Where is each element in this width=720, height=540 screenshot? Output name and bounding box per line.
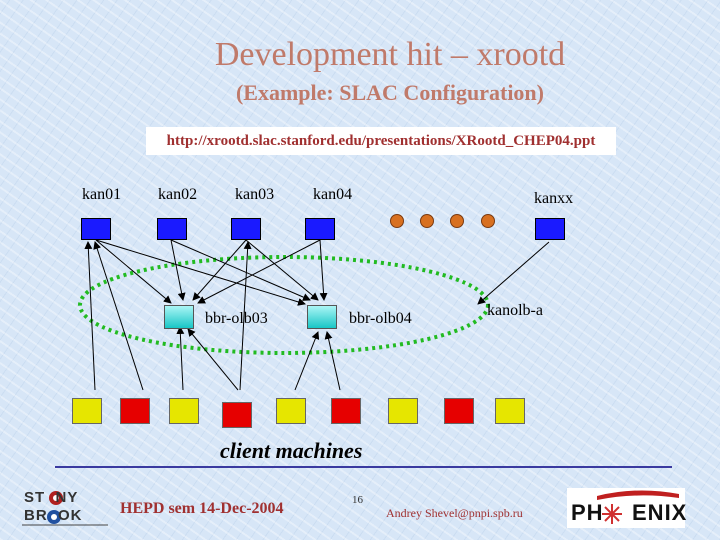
client-box (444, 398, 474, 424)
link-line (477, 241, 550, 305)
ellipsis-dot (450, 214, 464, 228)
client-box (169, 398, 199, 424)
reference-url[interactable]: http://xrootd.slac.stanford.edu/presenta… (146, 127, 616, 155)
link-line (84, 241, 96, 391)
link-line (192, 239, 247, 301)
link-line (294, 331, 320, 391)
link-line (239, 241, 252, 391)
link-line (170, 239, 186, 301)
client-box (388, 398, 418, 424)
author-email[interactable]: Andrey Shevel@pnpi.spb.ru (386, 506, 523, 520)
footer-event: HEPD sem 14-Dec-2004 (120, 500, 284, 517)
server-box-kan04 (305, 218, 335, 240)
phenix-logo: PH ENIX (567, 488, 686, 528)
slide-subtitle: (Example: SLAC Configuration) (235, 80, 544, 105)
link-line (93, 241, 144, 391)
redirector-label-kanolb-a: kanolb-a (487, 302, 543, 319)
server-label-kan03: kan03 (235, 186, 275, 203)
server-box-kanxx (535, 218, 565, 240)
link-line (197, 239, 321, 304)
link-line (170, 239, 311, 301)
link-line (324, 331, 341, 391)
client-box (222, 402, 252, 428)
redirector-label-bbr-olb04: bbr-olb04 (349, 310, 412, 327)
page-number: 16 (352, 494, 363, 506)
link-line (176, 326, 185, 391)
client-box (120, 398, 150, 424)
link-line (95, 239, 306, 306)
redirector-box-bbr-olb04 (307, 305, 337, 329)
ellipsis-dot (420, 214, 434, 228)
stony-brook-logo: ST NY BR OK (22, 489, 108, 526)
client-box (331, 398, 361, 424)
link-line (187, 328, 239, 391)
link-line (319, 239, 328, 301)
ellipsis-dot (481, 214, 495, 228)
redirector-box-bbr-olb03 (164, 305, 194, 329)
link-line (95, 239, 172, 304)
footer-divider (55, 466, 672, 468)
server-label-kan01: kan01 (82, 186, 122, 203)
client-box (276, 398, 306, 424)
server-label-kan02: kan02 (158, 186, 198, 203)
link-line (245, 239, 319, 301)
redirector-label-bbr-olb03: bbr-olb03 (205, 310, 268, 327)
clients-label: client machines (220, 438, 363, 463)
slide-title: Development hit – xrootd (214, 36, 566, 73)
ellipsis-dot (390, 214, 404, 228)
server-box-kan03 (231, 218, 261, 240)
redirector-cluster-ellipse (78, 255, 490, 355)
client-box (495, 398, 525, 424)
server-label-kan04: kan04 (313, 186, 353, 203)
server-label-kanxx: kanxx (534, 190, 574, 207)
client-box (72, 398, 102, 424)
server-box-kan01 (81, 218, 111, 240)
server-box-kan02 (157, 218, 187, 240)
